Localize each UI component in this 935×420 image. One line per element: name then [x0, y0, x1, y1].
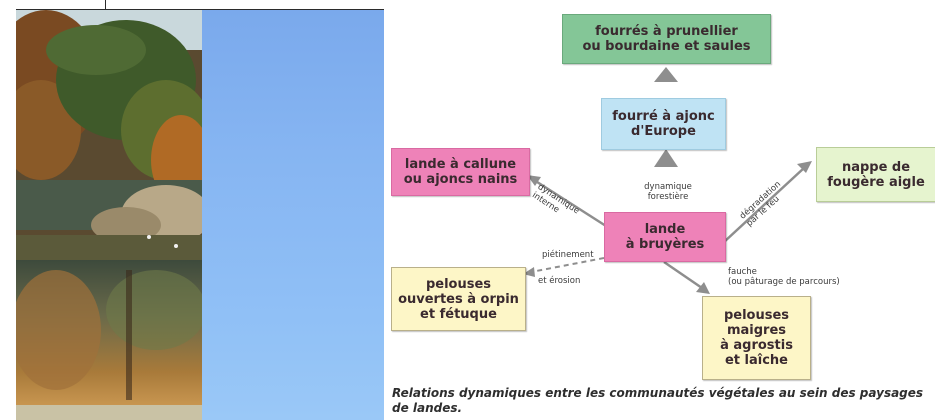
box-lande-callune: lande à callune ou ajoncs nains	[391, 148, 530, 196]
arrowhead-callune	[527, 175, 541, 186]
arrow-line-pelouses-agrostis	[663, 260, 703, 290]
arrow-line-callune	[533, 178, 607, 228]
arrow-line-fougere	[723, 167, 805, 243]
arrowhead-pelouses-agrostis	[696, 282, 710, 294]
box-pelouses-orpin: pelouses ouvertes à orpin et fétuque	[391, 267, 526, 331]
box-fourres-prunellier: fourrés à prunellier ou bourdaine et sau…	[562, 14, 771, 64]
diagram-caption: Relations dynamiques entre les communaut…	[392, 386, 924, 415]
box-nappe-fougere: nappe de fougère aigle	[816, 147, 935, 202]
box-fourre-ajonc: fourré à ajonc d'Europe	[601, 98, 726, 150]
label-erosion: et érosion	[538, 276, 581, 286]
landscape-photo	[16, 10, 202, 420]
sky-panel	[202, 10, 384, 420]
triangle-arrow-prunellier	[654, 67, 678, 82]
triangle-arrow-ajonc	[654, 149, 678, 167]
top-border-line	[16, 9, 384, 10]
landscape-photo-drawing	[16, 10, 202, 420]
top-border-notch	[105, 0, 106, 10]
label-pietinement: piétinement	[542, 250, 594, 260]
arrows-layer	[523, 67, 812, 294]
label-fauche: fauche (ou pâturage de parcours)	[728, 267, 840, 287]
box-pelouses-agrostis: pelouses maigres à agrostis et laîche	[702, 296, 811, 380]
label-dynamique-forestiere: dynamique forestière	[644, 182, 692, 202]
landes-dynamics-diagram: fourrés à prunellier ou bourdaine et sau…	[384, 0, 935, 420]
arrowhead-pelouses-orpin	[523, 267, 535, 277]
box-lande-bruyeres: lande à bruyères	[604, 212, 726, 262]
arrowhead-fougere	[797, 161, 812, 173]
arrow-line-pelouses-orpin	[530, 257, 605, 273]
